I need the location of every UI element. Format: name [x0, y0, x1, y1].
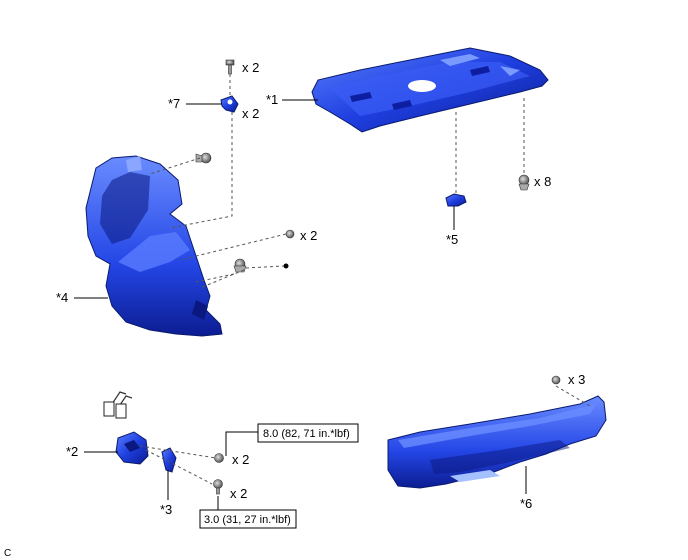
bolt-icon	[225, 59, 235, 75]
callout-labels: *1 *7 *4 *5 *2 *3 *6	[56, 92, 532, 517]
callout-5: *5	[446, 232, 458, 247]
qty-clip-6: x 3	[568, 372, 585, 387]
clip-icon	[518, 174, 530, 191]
qty-bolt-top: x 2	[242, 60, 259, 75]
callout-3: *3	[160, 502, 172, 517]
clip-icon	[195, 152, 212, 164]
clip-icon	[233, 258, 247, 273]
rear-panel-trim	[387, 395, 607, 489]
quantity-labels: x 2 x 2 x 2 x 8 x 2 x 2 x 3	[230, 60, 585, 501]
callout-7: *7	[168, 96, 180, 111]
hardware	[195, 59, 561, 495]
callout-1: *1	[266, 92, 278, 107]
corner-mark: C	[4, 548, 11, 559]
torque-spec-bolt: 3.0 (31, 27 in.*lbf)	[199, 509, 297, 529]
torque-spec-nut: 8.0 (82, 71 in.*lbf)	[257, 423, 359, 443]
bracket-part-3	[161, 447, 177, 473]
clip-icon	[285, 229, 295, 239]
callout-2: *2	[66, 444, 78, 459]
unit-part-2	[103, 391, 149, 465]
torque-nut-text: 8.0 (82, 71 in.*lbf)	[263, 428, 350, 440]
clip-part-5	[445, 193, 467, 207]
deck-trim-panel	[311, 47, 549, 133]
reference-dot	[283, 263, 289, 269]
qty-clip-7: x 2	[242, 106, 259, 121]
callout-4: *4	[56, 290, 68, 305]
nut-icon	[214, 453, 224, 463]
qty-clip-4: x 2	[300, 228, 317, 243]
quarter-trim-panel	[85, 155, 223, 337]
qty-nut-2: x 2	[232, 452, 249, 467]
callout-6: *6	[520, 496, 532, 511]
qty-bolt-2: x 2	[230, 486, 247, 501]
bolt-icon	[213, 479, 223, 495]
torque-bolt-text: 3.0 (31, 27 in.*lbf)	[204, 514, 291, 526]
clip-icon	[551, 375, 561, 385]
qty-clip-1: x 8	[534, 174, 551, 189]
bracket-part-7	[220, 95, 239, 113]
assembly-lines	[139, 74, 591, 485]
